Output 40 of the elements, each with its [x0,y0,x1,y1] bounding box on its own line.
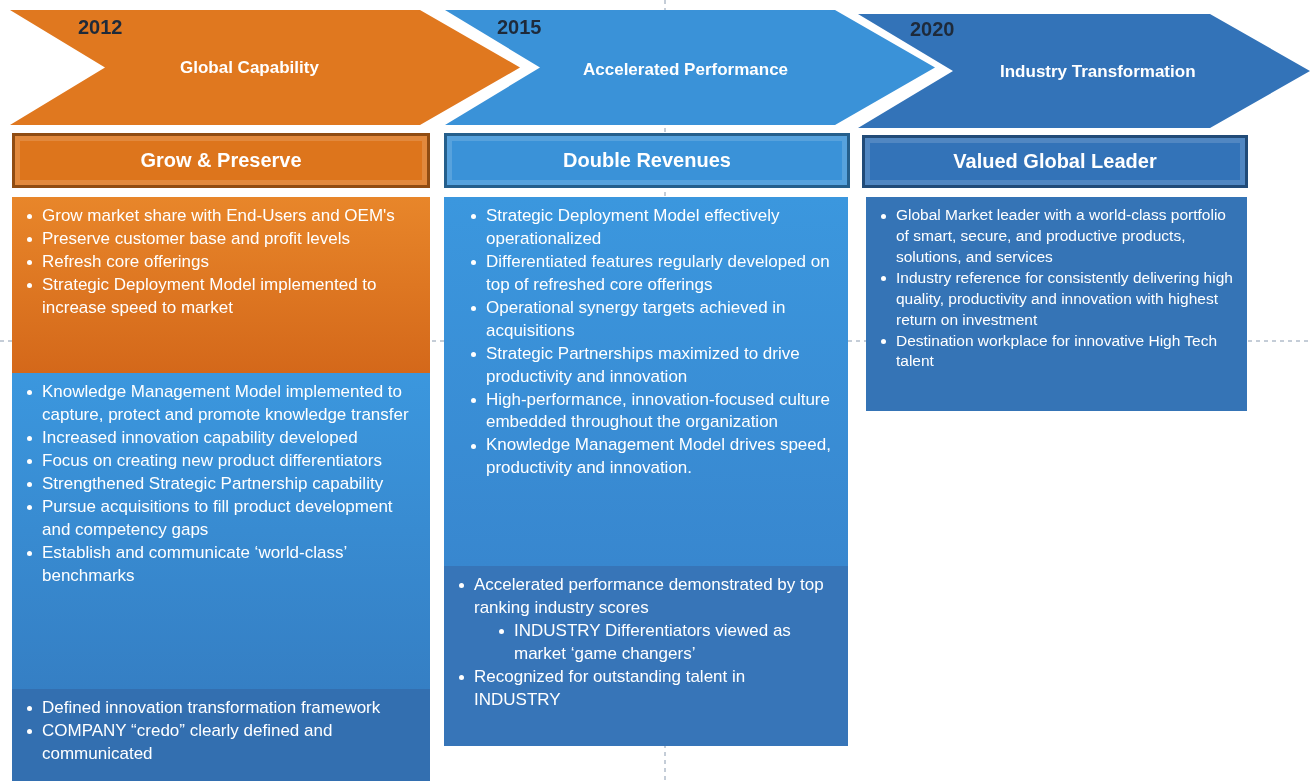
bullet-text: INDUSTRY Differentiators viewed as market ‘game changers’ [514,620,791,663]
bullet-panel [12,689,430,781]
bullet-text: Operational synergy targets achieved in acquisitions [486,297,786,340]
bullet-text: Refresh core offerings [42,251,209,271]
bullet-text: Pursue acquisitions to fill product development and competency gaps [42,496,393,539]
goal-heading: Grow & Preserve [12,133,430,188]
bullet-panel [12,373,430,689]
bullet-text: Accelerated performance demonstrated by top ranking industry scores [474,575,824,617]
goal-heading: Double Revenues [444,133,850,188]
bullet-panel [444,197,848,566]
bullet-text: COMPANY “credo” clearly defined and communicated [42,720,333,763]
bullet-text: Recognized for outstanding talent in INDUSTRY [474,666,746,709]
bullet-text: Differentiated features regularly developed on top of refreshed core offerings [486,251,830,294]
bullet-text: Strengthened Strategic Partnership capability [42,473,384,493]
bullet-text: Strategic Deployment Model implemented to increase speed to market [42,274,377,317]
year-label: 2020 [910,18,955,41]
bullet-text: Global Market leader with a world-class portfolio of smart, secure, and productive products, solutions, and services [896,206,1226,265]
year-label: 2012 [78,16,123,39]
goal-heading: Valued Global Leader [862,135,1248,188]
bullet-panel [12,197,430,373]
phase-title: Industry Transformation [1000,62,1196,82]
phase-banner [858,14,1310,128]
phase-title: Global Capability [180,58,319,78]
bullet-text: High-performance, innovation-focused culture embedded throughout the organization [486,389,830,432]
bullet-text: Industry reference for consistently delivering high quality, productivity and innovation with highest return on investment [896,268,1233,328]
bullet-text: Defined innovation transformation framework [42,698,381,717]
bullet-text: Increased innovation capability developed [42,427,358,447]
bullet-text: Focus on creating new product differentiators [42,450,382,470]
bullet-panel [444,566,848,746]
year-label: 2015 [497,16,542,39]
bullet-text: Knowledge Management Model implemented to capture, protect and promote knowledge transfer [42,382,409,424]
bullet-text: Knowledge Management Model drives speed, productivity and innovation. [486,435,831,478]
bullet-panel [866,197,1247,411]
bullet-text: Strategic Deployment Model effectively operationalized [486,206,780,248]
bullet-text: Strategic Partnerships maximized to drive productivity and innovation [486,343,800,386]
bullet-text: Grow market share with End-Users and OEM's [42,206,395,225]
bullet-text: Establish and communicate ‘world-class’ benchmarks [42,542,347,585]
phase-title: Accelerated Performance [583,60,789,80]
bullet-text: Preserve customer base and profit levels [42,228,351,248]
bullet-text: Destination workplace for innovative High Tech talent [896,331,1218,370]
